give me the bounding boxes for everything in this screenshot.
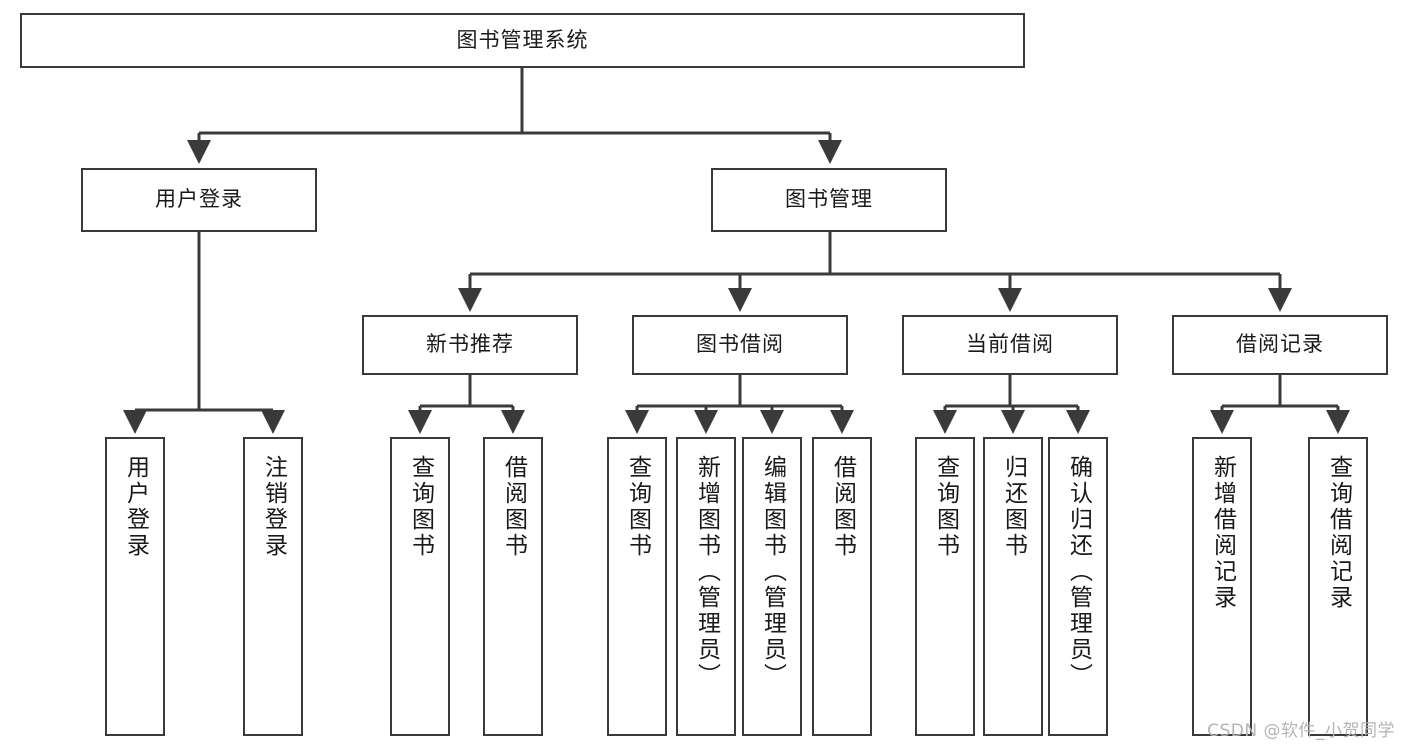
node-leaf-logout[interactable]: 注销登录	[243, 437, 303, 736]
node-label: 图书借阅	[696, 332, 784, 357]
node-user-login[interactable]: 用户登录	[81, 168, 317, 232]
node-label: 新书推荐	[426, 332, 514, 357]
node-leaf-query-book-recommend[interactable]: 查询图书	[390, 437, 450, 736]
node-leaf-edit-book-admin[interactable]: 编辑图书（管理员）	[742, 437, 802, 736]
node-book-management[interactable]: 图书管理	[711, 168, 947, 232]
node-root-system[interactable]: 图书管理系统	[20, 13, 1025, 68]
node-new-book-recommend[interactable]: 新书推荐	[362, 315, 578, 375]
node-leaf-add-borrow-record[interactable]: 新增借阅记录	[1192, 437, 1252, 736]
node-label: 用户登录	[122, 455, 149, 559]
node-current-borrow[interactable]: 当前借阅	[902, 315, 1118, 375]
watermark: CSDN @软件_小贺同学	[1207, 721, 1395, 741]
node-label: 用户登录	[155, 187, 243, 212]
node-borrow-record[interactable]: 借阅记录	[1172, 315, 1388, 375]
node-label: 查询图书	[624, 455, 651, 559]
node-leaf-user-login[interactable]: 用户登录	[105, 437, 165, 736]
node-label: 查询图书	[407, 455, 434, 559]
node-label: 图书管理系统	[456, 27, 589, 52]
node-label: 借阅图书	[500, 455, 527, 559]
node-label: 图书管理	[785, 187, 873, 212]
node-label: 新增借阅记录	[1209, 455, 1236, 611]
node-leaf-return-book[interactable]: 归还图书	[983, 437, 1043, 736]
node-leaf-query-book-current[interactable]: 查询图书	[915, 437, 975, 736]
node-label: 借阅记录	[1236, 332, 1324, 357]
node-label: 查询借阅记录	[1325, 455, 1352, 611]
node-leaf-add-book-admin[interactable]: 新增图书（管理员）	[676, 437, 736, 736]
node-leaf-borrow-book-recommend[interactable]: 借阅图书	[483, 437, 543, 736]
node-label: 编辑图书（管理员）	[759, 455, 786, 689]
node-label: 新增图书（管理员）	[693, 455, 720, 689]
node-label: 借阅图书	[829, 455, 856, 559]
node-label: 查询图书	[932, 455, 959, 559]
node-leaf-borrow-book[interactable]: 借阅图书	[812, 437, 872, 736]
node-label: 注销登录	[260, 455, 287, 559]
node-leaf-confirm-return-admin[interactable]: 确认归还（管理员）	[1048, 437, 1108, 736]
node-book-borrow[interactable]: 图书借阅	[632, 315, 848, 375]
node-leaf-query-book[interactable]: 查询图书	[607, 437, 667, 736]
node-label: 确认归还（管理员）	[1065, 455, 1092, 689]
node-label: 当前借阅	[966, 332, 1054, 357]
node-leaf-query-borrow-record[interactable]: 查询借阅记录	[1308, 437, 1368, 736]
node-label: 归还图书	[1000, 455, 1027, 559]
